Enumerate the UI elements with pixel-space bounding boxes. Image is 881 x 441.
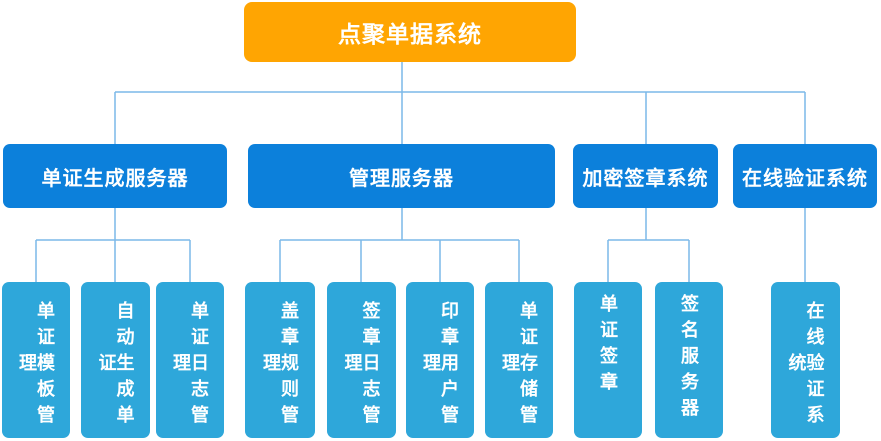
leaf-label: 在线验证系统: [786, 301, 825, 431]
leaf-label: 单证签章: [598, 294, 618, 398]
leaf-label: 单证模板管理: [17, 301, 55, 431]
leaf-box-template-management: 单证模板管理: [2, 282, 70, 438]
leaf-label: 自动生成单证: [96, 301, 135, 431]
leaf-label: 单证日志管理: [171, 301, 209, 431]
branch-box-management-server: 管理服务器: [248, 144, 555, 208]
leaf-box-doc-storage-management: 单证存储管理: [485, 282, 553, 438]
branch-box-online-verification-system: 在线验证系统: [733, 144, 877, 208]
connector-branch2-to-leaves: [279, 208, 520, 282]
connector-root-to-branches: [114, 62, 806, 144]
branch-box-doc-generation-server: 单证生成服务器: [3, 144, 227, 208]
leaf-box-auto-generate: 自动生成单证: [81, 282, 150, 438]
leaf-box-doc-signing: 单证签章: [574, 282, 642, 438]
root-box-document-system: 点聚单据系统: [244, 2, 576, 62]
connector-branch3-to-leaves: [607, 208, 690, 282]
leaf-label: 盖章规则管理: [261, 301, 299, 431]
branch-box-encryption-signature-system: 加密签章系统: [573, 144, 718, 208]
leaf-label: 签名服务器: [679, 294, 699, 424]
leaf-box-signature-log-management: 签章日志管理: [327, 282, 396, 438]
leaf-label: 签章日志管理: [342, 301, 381, 431]
leaf-box-seal-rule-management: 盖章规则管理: [245, 282, 315, 438]
leaf-box-signing-server: 签名服务器: [655, 282, 723, 438]
leaf-label: 单证存储管理: [500, 301, 538, 431]
leaf-box-online-verification: 在线验证系统: [771, 282, 840, 438]
leaf-box-seal-user-management: 印章用户管理: [406, 282, 474, 438]
connector-branch1-to-leaves: [35, 208, 191, 282]
leaf-box-doc-log-management: 单证日志管理: [156, 282, 224, 438]
leaf-label: 印章用户管理: [421, 301, 459, 431]
